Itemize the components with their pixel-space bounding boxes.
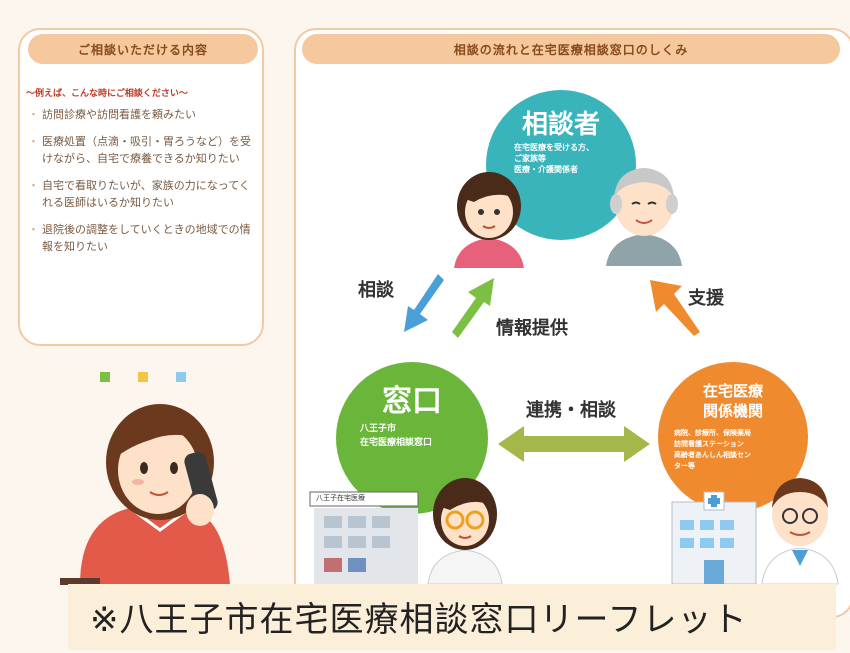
list-item: 退院後の調整をしていくときの地域での情報を知りたい [28, 221, 252, 255]
window-title: 窓口 [382, 384, 442, 419]
consultant-line-3: 医療・介護関係者 [514, 165, 578, 174]
institutions-line-4: ター等 [674, 462, 695, 470]
flow-diagram-title: 相談の流れと在宅医療相談窓口のしくみ [302, 34, 840, 64]
caption-box: ※八王子市在宅医療相談窓口リーフレット [68, 584, 836, 650]
examples-subhead: 〜例えば、こんな時にご相談ください〜 [26, 89, 188, 99]
decorative-dot-blue [176, 372, 186, 382]
institutions-line-3: 高齢者あんしん相談セン [674, 451, 751, 459]
consultant-line-1: 在宅医療を受ける方、 [514, 143, 594, 152]
decorative-dot-yellow [138, 372, 148, 382]
window-line-1: 八王子市 [360, 424, 397, 434]
coop-arrow [498, 426, 650, 462]
list-item: 自宅で看取りたいが、家族の力になってくれる医師はいるか知りたい [28, 177, 252, 211]
window-line-2: 在宅医療相談窓口 [360, 438, 433, 448]
institutions-line-2: 訪問看護ステーション [674, 440, 744, 448]
clinic-sign-text: 八王子在宅医療 [316, 494, 365, 502]
woman-illustration [454, 172, 524, 268]
coop-label: 連携・相談 [526, 400, 616, 421]
support-label: 支援 [688, 288, 724, 309]
institutions-title-line2: 関係機関 [702, 402, 763, 420]
support-arrow [650, 280, 700, 336]
info-label: 情報提供 [496, 318, 568, 339]
institutions-title-line1: 在宅医療 [702, 382, 763, 400]
institutions-circle: 在宅医療 関係機関 病院、診療所、保険薬局 訪問看護ステーション 高齢者あんしん… [658, 362, 808, 512]
list-item: 医療処置（点滴・吸引・胃ろうなど）を受けながら、自宅で療養できるか知りたい [28, 133, 252, 167]
consultant-title: 相談者 [521, 110, 600, 140]
consultation-items-list: 訪問診療や訪問看護を頼みたい 医療処置（点滴・吸引・胃ろうなど）を受けながら、自… [28, 106, 252, 265]
doctor-illustration [761, 478, 839, 585]
consultation-content-title: ご相談いただける内容 [28, 34, 258, 64]
woman-on-phone-illustration [60, 404, 230, 585]
caption-text: ※八王子市在宅医療相談窓口リーフレット [90, 600, 748, 640]
hospital-building-illustration [671, 491, 757, 585]
elderly-man-illustration [606, 168, 682, 266]
consult-arrow [404, 274, 444, 332]
clinic-building-illustration [309, 491, 419, 584]
info-arrow [452, 278, 494, 338]
woman-with-glasses-illustration [427, 478, 503, 585]
decorative-dot-green [100, 372, 110, 382]
list-item: 訪問診療や訪問看護を頼みたい [28, 106, 252, 123]
window-circle: 窓口 八王子市 在宅医療相談窓口 [336, 362, 488, 514]
consult-label: 相談 [358, 280, 394, 301]
consultant-line-2: ご家族等 [514, 154, 546, 163]
institutions-line-1: 病院、診療所、保険薬局 [674, 429, 751, 437]
